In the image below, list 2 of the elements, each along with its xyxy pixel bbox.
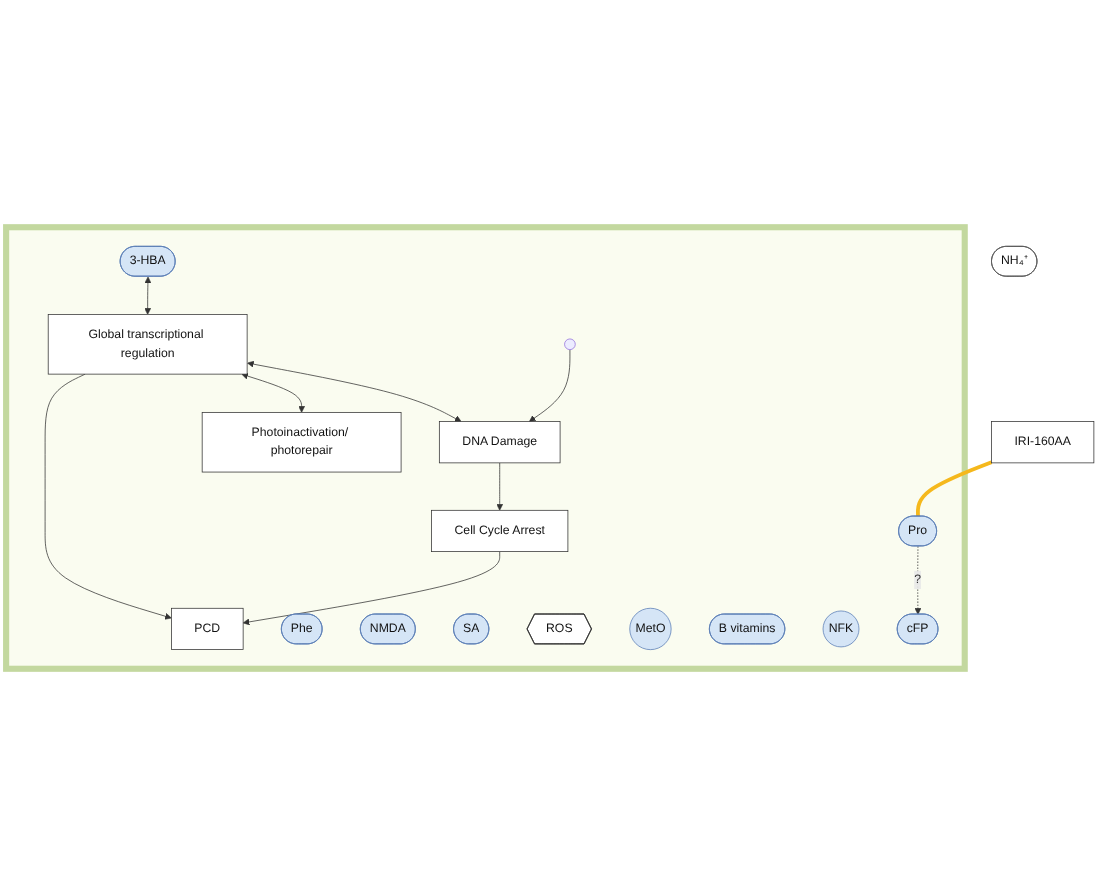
cluster (3, 224, 968, 672)
connector (916, 460, 993, 517)
